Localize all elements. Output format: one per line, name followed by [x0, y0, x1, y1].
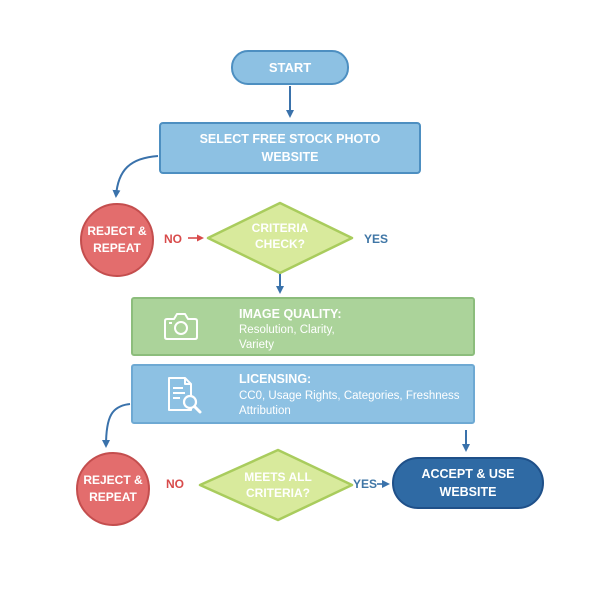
arrow-select-to-reject-1: [112, 155, 159, 198]
accept-use-website-node: ACCEPT & USE WEBSITE: [392, 457, 544, 509]
licensing-title: LICENSING:: [239, 372, 312, 386]
licensing-line-2: Attribution: [239, 405, 291, 417]
reject-repeat-node-1: REJECT & REPEAT: [80, 203, 154, 277]
meets-all-criteria-diamond: [198, 448, 354, 522]
image-quality-title: IMAGE QUALITY:: [239, 307, 342, 321]
licensing-panel: LICENSING: CC0, Usage Rights, Categories…: [131, 364, 475, 424]
image-quality-line-1: Resolution, Clarity,: [239, 324, 335, 336]
image-quality-line-2: Variety: [239, 339, 274, 351]
criteria-check-label: CRITERIA CHECK?: [251, 221, 309, 251]
start-node: START: [231, 50, 349, 85]
yes-label-2: YES: [353, 477, 378, 491]
no-label-2: NO: [166, 477, 184, 491]
criteria-check-diamond: [206, 201, 354, 275]
camera-icon: [164, 313, 198, 340]
no-label-1: NO: [164, 232, 182, 246]
meets-all-criteria-label: MEETS ALL CRITERIA?: [244, 470, 312, 500]
yes-label-1: YES: [364, 232, 389, 246]
document-search-icon: [168, 377, 202, 414]
arrow-licensing-to-reject-2: [102, 403, 131, 448]
image-quality-panel: IMAGE QUALITY: Resolution, Clarity, Vari…: [131, 297, 475, 356]
reject-repeat-node-2: REJECT & REPEAT: [76, 452, 150, 526]
licensing-line-1: CC0, Usage Rights, Categories, Freshness: [239, 390, 460, 402]
select-website-node: SELECT FREE STOCK PHOTO WEBSITE: [159, 122, 421, 174]
